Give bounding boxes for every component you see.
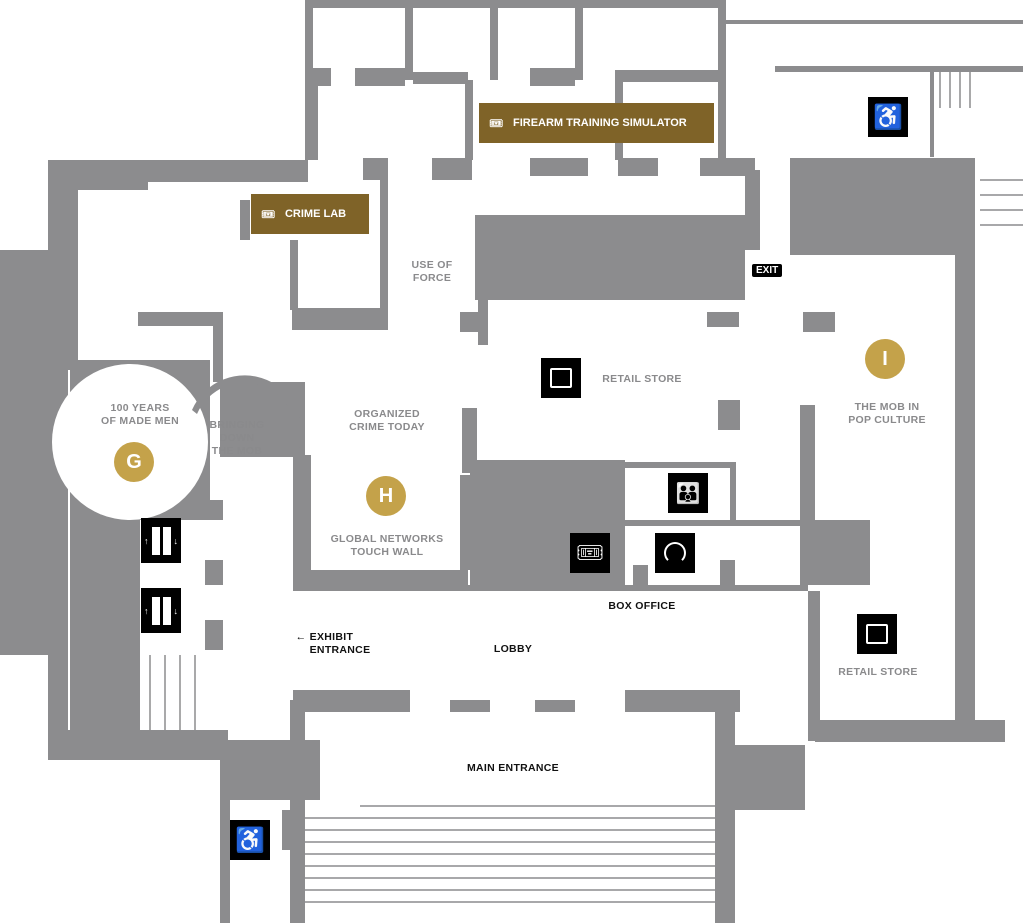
elevator-icon: ↑↓: [141, 518, 181, 563]
retail-store-label: RETAIL STORE: [602, 373, 682, 385]
stairs: [119, 72, 1023, 903]
box-office-label: BOX OFFICE: [608, 600, 676, 612]
crime-lab-banner[interactable]: 🎟 CRIME LAB: [251, 194, 369, 234]
audio-guide-headset-icon: [655, 533, 695, 573]
shopping-bag-icon: [857, 614, 897, 654]
firearm-label: FIREARM TRAINING SIMULATOR: [512, 117, 687, 129]
gallery-i-marker[interactable]: I: [865, 339, 905, 379]
wheelchair-icon: ♿: [868, 97, 908, 137]
shopping-bag-icon: [541, 358, 581, 398]
ticket-icon: 🎟: [489, 117, 503, 130]
family-restroom-icon: 👪: [668, 473, 708, 513]
retail-store-2-label: RETAIL STORE: [838, 666, 918, 678]
crime-lab-label: CRIME LAB: [284, 208, 347, 220]
gallery-g-marker[interactable]: G: [114, 442, 154, 482]
lobby-label: LOBBY: [493, 643, 533, 655]
gallery-h-marker[interactable]: H: [366, 476, 406, 516]
arrow-left-icon: ←: [295, 631, 307, 643]
ticket-icon: 🎟: [261, 208, 275, 221]
wheelchair-icon: ♿: [230, 820, 270, 860]
ticket-icon: 🎟: [570, 533, 610, 573]
firearm-banner[interactable]: 🎟 FIREARM TRAINING SIMULATOR: [479, 103, 714, 143]
elevator-icon: ↑↓: [141, 588, 181, 633]
exit-sign: EXIT: [752, 264, 783, 277]
main-entrance-label: MAIN ENTRANCE: [467, 762, 559, 774]
